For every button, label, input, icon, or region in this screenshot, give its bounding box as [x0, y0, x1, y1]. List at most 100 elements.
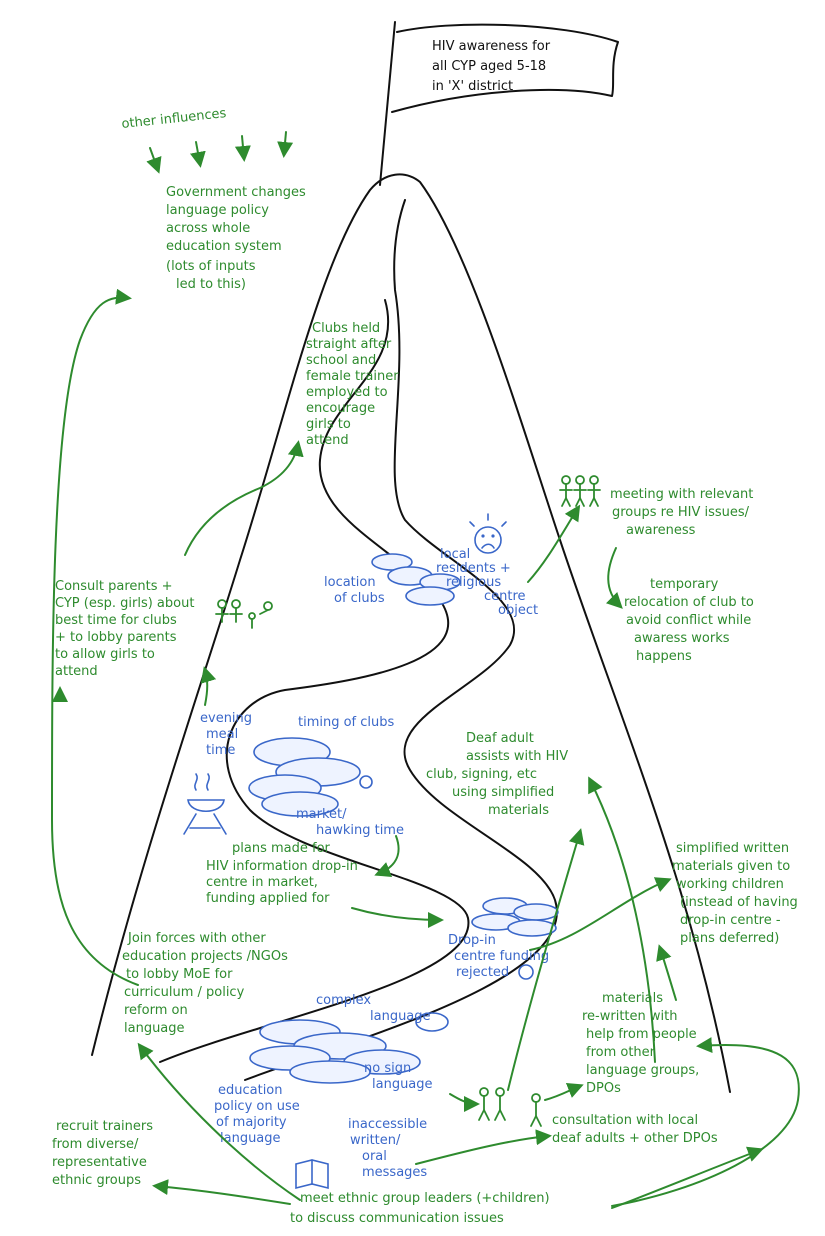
svg-text:to lobby MoE for: to lobby MoE for [126, 967, 233, 982]
language-barrier-obstacle: complex language no sign language [249, 993, 449, 1092]
svg-text:CYP (esp. girls) about: CYP (esp. girls) about [55, 596, 194, 611]
svg-text:school and: school and [306, 353, 376, 368]
svg-text:language: language [220, 1131, 281, 1146]
leaders-to-recruit-arrow [152, 1179, 291, 1205]
svg-text:Clubs held: Clubs held [312, 321, 380, 336]
svg-text:consultation with local: consultation with local [552, 1113, 698, 1128]
svg-text:attend: attend [55, 664, 98, 679]
meeting-to-relocation-arrow [605, 547, 623, 609]
svg-text:Deaf adult: Deaf adult [466, 731, 534, 746]
book-icon [295, 1159, 329, 1190]
svg-text:written/: written/ [350, 1133, 401, 1148]
svg-text:happens: happens [636, 649, 692, 664]
figures-to-deaf-arrow [507, 828, 585, 1091]
other-influences-label: other influences [121, 106, 227, 132]
svg-text:education system: education system [166, 239, 282, 254]
svg-text:oral: oral [362, 1149, 387, 1164]
evening-meal-barrier: evening meal time [200, 711, 252, 758]
svg-text:complex: complex [316, 993, 371, 1008]
svg-text:groups re HIV issues/: groups re HIV issues/ [612, 505, 750, 520]
temporary-relocation-note: temporary relocation of club to avoid co… [624, 577, 754, 664]
svg-text:avoid conflict while: avoid conflict while [626, 613, 751, 628]
svg-text:object: object [498, 603, 538, 618]
svg-text:language: language [370, 1009, 431, 1024]
svg-text:attend: attend [306, 433, 349, 448]
svg-text:inaccessible: inaccessible [348, 1117, 427, 1132]
consultation-deaf-note: consultation with local deaf adults + ot… [552, 1113, 718, 1146]
svg-text:of majority: of majority [216, 1115, 287, 1130]
consultation-to-deaf-arrow [588, 776, 656, 1063]
flag-text-2: all CYP aged 5-18 [432, 59, 546, 74]
materials-rewritten-note: materials re-written with help from peop… [582, 991, 699, 1096]
svg-text:across whole: across whole [166, 221, 250, 236]
svg-text:temporary: temporary [650, 577, 719, 592]
svg-text:best time for clubs: best time for clubs [55, 613, 177, 628]
svg-text:girls to: girls to [306, 417, 351, 432]
svg-text:employed to: employed to [306, 385, 388, 400]
svg-text:straight after: straight after [306, 337, 392, 352]
figures-to-rewritten-arrow [544, 1083, 584, 1101]
svg-text:centre in market,: centre in market, [206, 875, 318, 890]
svg-text:language groups,: language groups, [586, 1063, 699, 1078]
recruit-trainers-note: recruit trainers from diverse/ represent… [52, 1119, 153, 1188]
winding-path-left [159, 299, 470, 1063]
svg-text:recruit trainers: recruit trainers [56, 1119, 153, 1134]
left-loop-arrow [51, 288, 139, 986]
svg-text:Join forces with other: Join forces with other [127, 931, 266, 946]
svg-text:working children: working children [676, 877, 784, 892]
svg-text:led to this): led to this) [176, 277, 246, 292]
deaf-adult-note: Deaf adult assists with HIV club, signin… [426, 731, 568, 818]
svg-text:local: local [440, 547, 470, 562]
inaccessible-to-consultation-arrow [415, 1129, 552, 1165]
flag-text-1: HIV awareness for [432, 39, 551, 54]
location-clubs-obstacle: location of clubs [324, 553, 461, 606]
svg-text:ethnic groups: ethnic groups [52, 1173, 141, 1188]
svg-text:materials: materials [488, 803, 549, 818]
svg-text:rejected: rejected [456, 965, 509, 980]
education-policy-barrier: education policy on use of majority lang… [214, 1083, 300, 1146]
svg-text:meeting with relevant: meeting with relevant [610, 487, 753, 502]
svg-text:language: language [372, 1077, 433, 1092]
svg-text:plans deferred): plans deferred) [680, 931, 779, 946]
svg-text:from diverse/: from diverse/ [52, 1137, 139, 1152]
inaccessible-messages-barrier: inaccessible written/ oral messages [348, 1117, 427, 1180]
svg-text:evening: evening [200, 711, 252, 726]
leaders-to-policy-arrow [137, 1042, 301, 1201]
svg-text:(lots of inputs: (lots of inputs [166, 259, 256, 274]
svg-text:(instead of having: (instead of having [680, 895, 798, 910]
meet-leaders-note: meet ethnic group leaders (+children) to… [290, 1191, 550, 1226]
svg-text:awaress works: awaress works [634, 631, 730, 646]
svg-text:timing of clubs: timing of clubs [298, 715, 395, 730]
influence-arrows [146, 131, 294, 174]
language-to-figures-arrow [449, 1093, 480, 1112]
consult-parents-note: Consult parents + CYP (esp. girls) about… [55, 579, 194, 679]
svg-text:from other: from other [586, 1045, 656, 1060]
svg-text:Government changes: Government changes [166, 185, 306, 200]
svg-text:to discuss communication issue: to discuss communication issues [290, 1211, 504, 1226]
government-policy-note: Government changes language policy acros… [166, 185, 306, 292]
svg-text:centre: centre [484, 589, 526, 604]
residents-to-meeting-arrow [527, 504, 581, 583]
svg-text:DPOs: DPOs [586, 1081, 621, 1096]
timing-clubs-obstacle: timing of clubs market/ hawking time [248, 715, 404, 838]
svg-text:awareness: awareness [626, 523, 696, 538]
svg-text:HIV information drop-in: HIV information drop-in [206, 859, 358, 874]
svg-text:residents +: residents + [436, 561, 511, 576]
svg-text:language policy: language policy [166, 203, 269, 218]
svg-text:representative: representative [52, 1155, 147, 1170]
svg-text:Consult parents +: Consult parents + [55, 579, 173, 594]
svg-text:materials: materials [602, 991, 663, 1006]
cooking-pot-icon [183, 773, 227, 835]
svg-text:education projects /NGOs: education projects /NGOs [122, 949, 288, 964]
evening-to-consult-arrow [200, 666, 217, 706]
leaders-to-right-loop-arrow [611, 1037, 800, 1207]
svg-text:to allow girls to: to allow girls to [55, 647, 155, 662]
svg-text:simplified written: simplified written [676, 841, 789, 856]
svg-text:plans made for: plans made for [232, 841, 331, 856]
rewritten-to-simplified-arrow [656, 944, 677, 1001]
svg-text:help from people: help from people [586, 1027, 697, 1042]
svg-text:time: time [206, 743, 235, 758]
svg-text:centre funding: centre funding [454, 949, 549, 964]
svg-text:drop-in centre -: drop-in centre - [680, 913, 781, 928]
